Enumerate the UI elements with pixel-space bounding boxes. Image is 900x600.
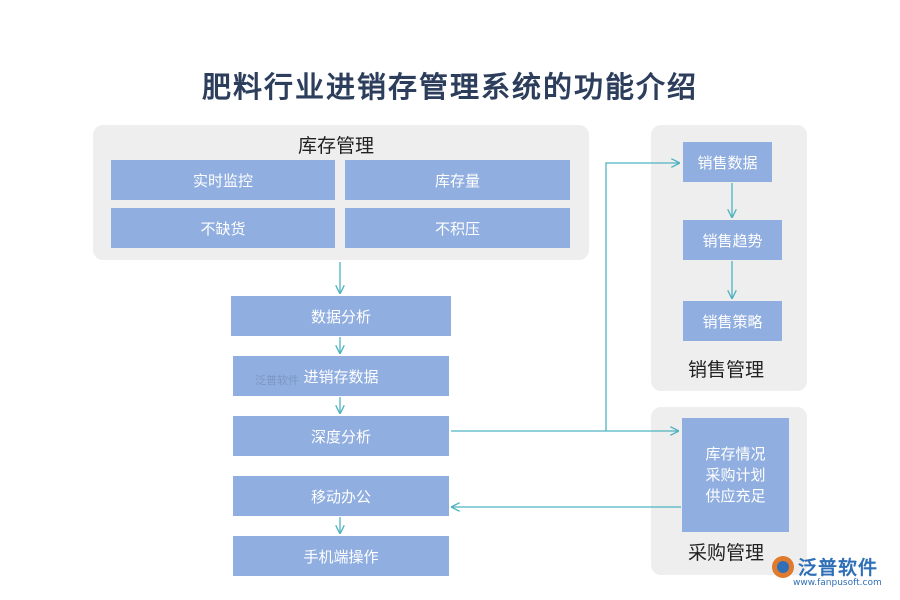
logo-mark-icon: [772, 555, 794, 578]
purchase-line-stock: 库存情况: [705, 444, 766, 463]
sales-item-data: 销售数据: [683, 142, 772, 182]
sales-panel-label: 销售管理: [688, 359, 765, 381]
flow-step-mobile-office: 移动办公: [233, 476, 449, 516]
brand-logo: 泛普软件: [772, 553, 878, 580]
purchase-line-plan: 采购计划: [705, 465, 766, 484]
inventory-item-stock-level: 库存量: [345, 160, 570, 200]
inventory-item-no-shortage: 不缺货: [111, 208, 335, 248]
flow-step-mobile-operation: 手机端操作: [233, 536, 449, 576]
sales-item-trend: 销售趋势: [683, 220, 782, 260]
inventory-item-no-overstock: 不积压: [345, 208, 570, 248]
flow-step-deep-analysis: 深度分析: [233, 416, 449, 456]
sales-item-strategy: 销售策略: [683, 301, 782, 341]
flow-step-psi-data: 进销存数据: [233, 356, 449, 396]
logo-url: www.fanpusoft.com: [793, 578, 882, 588]
watermark: 泛普软件: [255, 374, 299, 387]
page-title: 肥料行业进销存管理系统的功能介绍: [201, 70, 698, 104]
logo-text: 泛普软件: [798, 557, 879, 579]
arrow-deep-to-sales: [605, 163, 679, 431]
purchase-panel-label: 采购管理: [688, 542, 765, 564]
inventory-item-realtime-monitor: 实时监控: [111, 160, 335, 200]
flow-step-data-analysis: 数据分析: [231, 296, 451, 336]
inventory-panel-label: 库存管理: [298, 135, 375, 157]
purchase-info-box: 库存情况 采购计划 供应充足: [682, 418, 789, 532]
purchase-line-supply: 供应充足: [705, 486, 766, 505]
